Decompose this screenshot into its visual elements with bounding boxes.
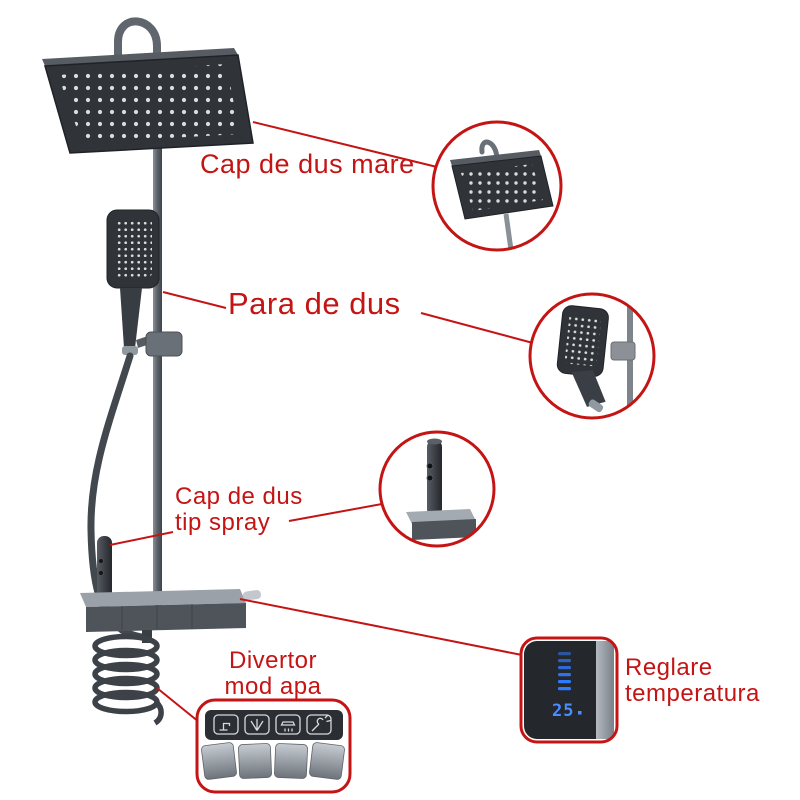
hand-shower-icon — [311, 714, 331, 732]
diverter-icon-panel — [205, 710, 343, 740]
callout-spray-wand — [378, 430, 496, 548]
connector-line-hand-right — [420, 312, 534, 344]
label-diverter-line2: mod apa — [224, 672, 322, 700]
label-head-large: Cap de dus mare — [200, 149, 415, 179]
callout-frame — [519, 636, 619, 744]
temperature-value: 25 — [552, 701, 574, 721]
callout-head-large — [431, 120, 563, 252]
label-temperature: Reglare temperatura — [625, 655, 760, 707]
connector-line-head — [252, 121, 438, 168]
connector-lines — [109, 121, 534, 723]
label-temperature-line1: Reglare — [625, 654, 713, 681]
hand-shower-handle — [120, 288, 142, 348]
callout-ring — [431, 120, 563, 252]
slider-bracket — [136, 331, 183, 357]
connector-line-spray-left — [109, 531, 174, 546]
label-spray-line1: Cap de dus — [175, 483, 303, 510]
spray-wand — [97, 536, 112, 608]
shower-arm — [114, 17, 161, 82]
label-diverter: Divertor mod apa — [214, 648, 332, 700]
connector-line-temperature — [239, 598, 523, 656]
callout-diverter — [195, 698, 352, 794]
diverter-key — [201, 742, 237, 780]
nozzle-grid — [58, 64, 240, 143]
led-scale — [558, 652, 571, 691]
label-diverter-line1: Divertor — [228, 647, 317, 674]
shower-hose — [87, 352, 150, 642]
shower-column — [42, 17, 262, 726]
mixer-shelf — [80, 589, 246, 607]
callout-temperature: 25 — [519, 636, 619, 744]
callout-hand-shower — [528, 292, 656, 420]
diverter-key — [309, 742, 345, 780]
callout-ring — [528, 292, 656, 420]
label-temperature-line2: temperatura — [625, 679, 760, 707]
rain-shower-head — [42, 48, 254, 154]
hand-shower — [106, 209, 160, 355]
diverter-key — [238, 743, 272, 779]
rain-shower-icon — [280, 721, 296, 732]
connector-line-diverter — [156, 687, 200, 723]
label-spray-line2: tip spray — [175, 508, 271, 536]
diverter-key — [274, 743, 308, 779]
tub-faucet-icon — [219, 722, 231, 731]
diverter-keys — [201, 742, 345, 780]
callout-ring — [378, 430, 496, 548]
mixer-body — [80, 589, 262, 643]
coiled-hose — [92, 633, 164, 726]
label-hand-shower: Para de dus — [228, 286, 401, 321]
callout-frame — [195, 698, 352, 794]
temperature-decimal-dot — [578, 711, 582, 715]
connector-line-hand-left — [162, 291, 227, 309]
mixer-handle — [242, 590, 262, 601]
hand-shower-nozzles — [114, 219, 152, 277]
label-spray-head: Cap de dus tip spray — [175, 484, 303, 536]
connector-line-spray-right — [288, 503, 383, 522]
spray-jet-icon — [250, 719, 264, 731]
